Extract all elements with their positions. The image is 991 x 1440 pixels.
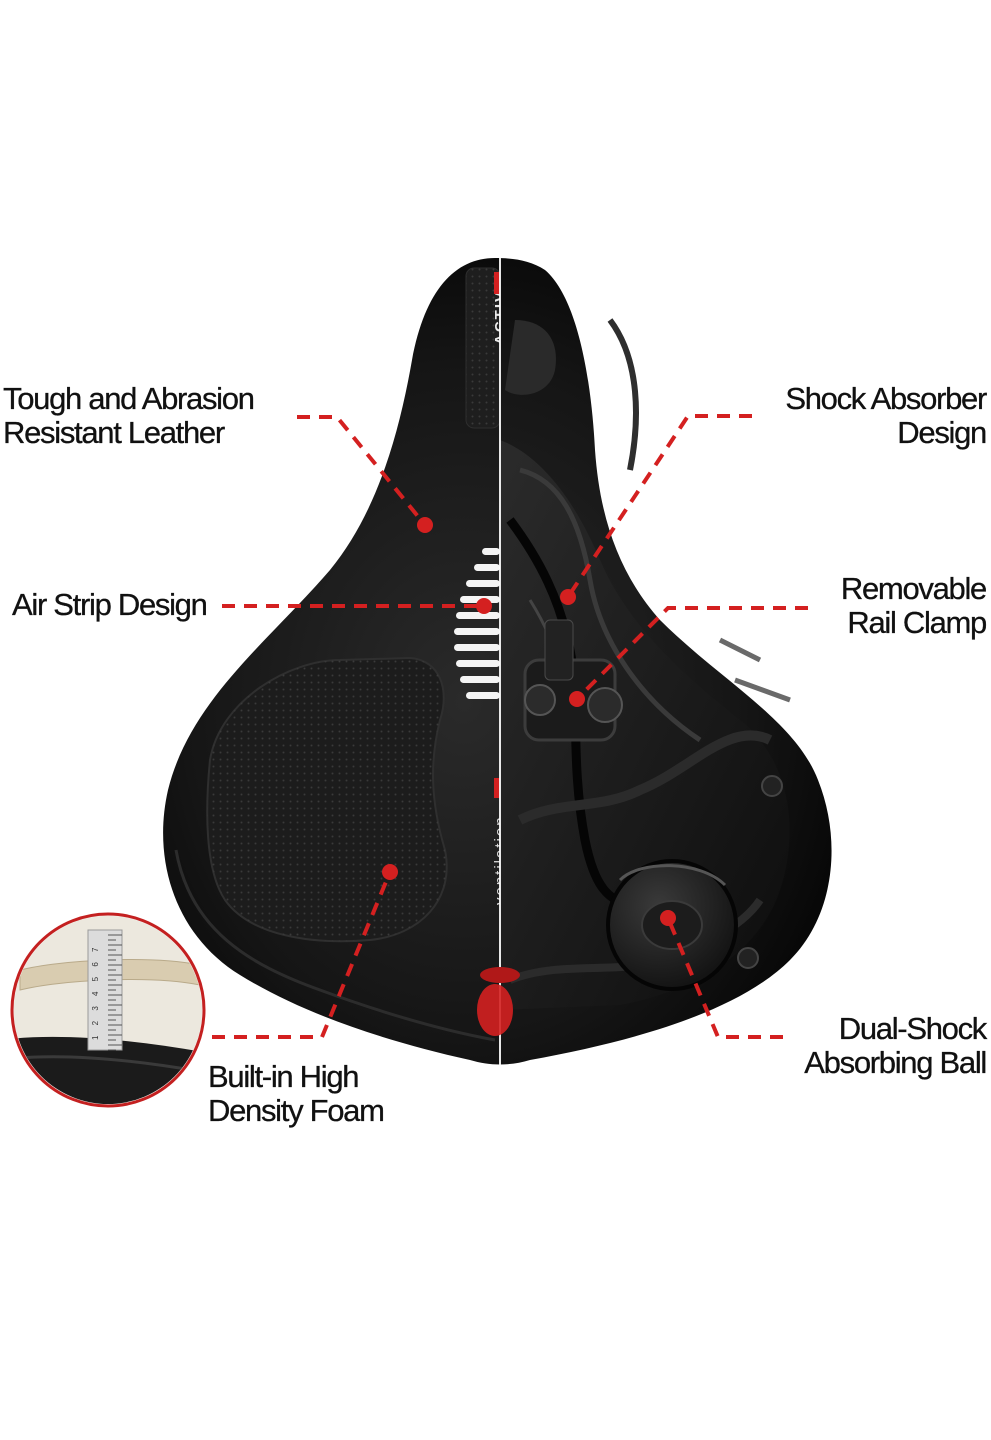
vent-slot (466, 580, 500, 587)
vent-slot (474, 564, 500, 571)
vent-slot (466, 692, 500, 699)
leader-foam (212, 871, 392, 1039)
label-dual-shock-line1: Dual-Shock (838, 1011, 988, 1046)
leader-shock-absorber (566, 414, 752, 599)
air-vent-slots (454, 548, 500, 699)
vent-slot (460, 676, 500, 683)
label-dual-shock-line2: Absorbing Ball (804, 1045, 987, 1080)
active-print: ACTIVE (492, 278, 509, 345)
label-foam-line1: Built-in High (208, 1059, 360, 1094)
vent-slot (454, 644, 500, 651)
vent-slot (456, 660, 500, 667)
label-rail-clamp-line2: Rail Clamp (847, 605, 987, 640)
callout-dots (382, 517, 676, 926)
label-foam-line2: Density Foam (208, 1093, 385, 1128)
label-rail-clamp: Removable Rail Clamp (840, 571, 988, 640)
label-tough-leather-line2: Resistant Leather (3, 415, 225, 450)
label-high-density-foam: Built-in High Density Foam (208, 1059, 385, 1128)
label-tough-leather-line1: Tough and Abrasion (3, 381, 255, 416)
vent-slot (454, 628, 500, 635)
ruler-digits: 1 2 3 4 5 6 7 (91, 944, 100, 1040)
label-air-strip: Air Strip Design (12, 587, 208, 622)
vent-slot (482, 548, 500, 555)
callout-lines (212, 414, 808, 1039)
label-shock-absorber: Shock Absorber Design (785, 381, 987, 450)
ventilation-print: ventilation (492, 815, 509, 905)
saddle-underside (500, 318, 791, 1010)
label-rail-clamp-line1: Removable (840, 571, 988, 606)
label-air-strip-line1: Air Strip Design (12, 587, 208, 622)
ruler (108, 934, 122, 1051)
leader-rail-clamp (575, 606, 808, 701)
label-shock-line2: Design (897, 415, 987, 450)
vent-slot (456, 612, 500, 619)
foam-closeup-inset: 1 2 3 4 5 6 7 (10, 912, 206, 1108)
label-shock-line1: Shock Absorber (785, 381, 987, 416)
label-tough-leather: Tough and Abrasion Resistant Leather (3, 381, 255, 450)
label-dual-shock-ball: Dual-Shock Absorbing Ball (804, 1011, 988, 1080)
leader-tough-leather (297, 415, 427, 527)
